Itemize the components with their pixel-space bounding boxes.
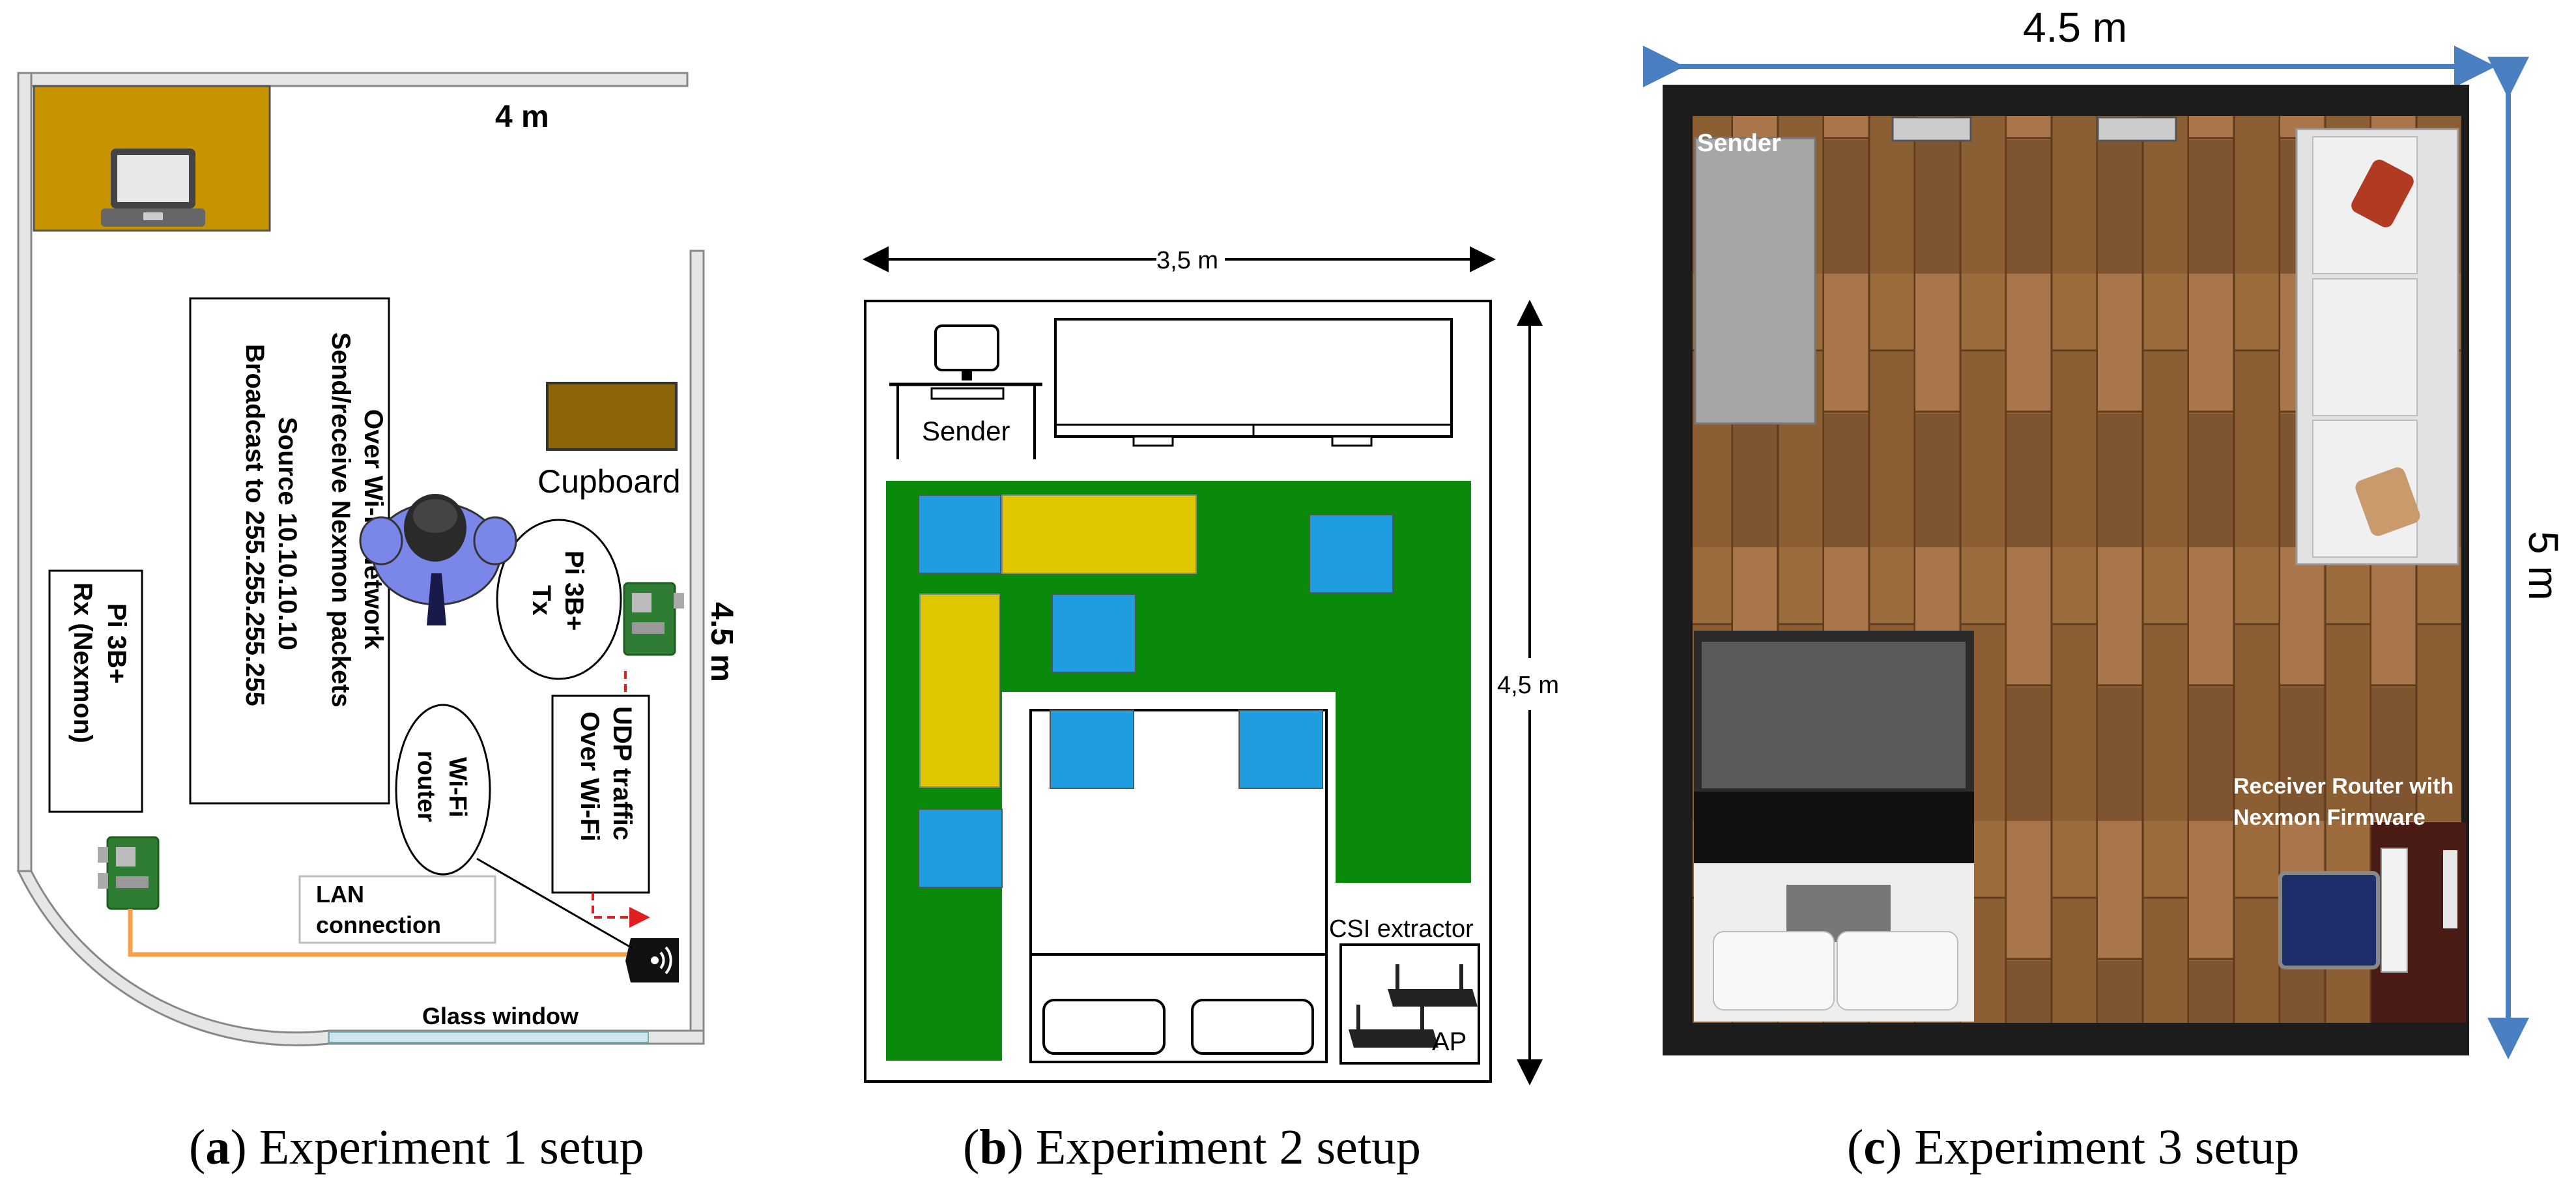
csi-label: CSI extractor (1329, 915, 1474, 943)
glass-window-strip (328, 1031, 649, 1043)
left-wall (17, 72, 33, 872)
curved-wall (16, 870, 330, 1046)
caption-c-label: c (1863, 1120, 1886, 1175)
bed (1694, 631, 1974, 1022)
tx-bubble (496, 519, 622, 680)
rx-pi-icon (98, 836, 160, 910)
caption-c-text: Experiment 3 setup (1902, 1120, 2300, 1175)
wifi-router-icon (625, 938, 679, 982)
lan-cable (128, 909, 629, 957)
udp-line-1: UDP traffic (608, 706, 637, 840)
ap-label: AP (1432, 1027, 1467, 1056)
caption-b-label: b (979, 1120, 1007, 1175)
panel-a: 4 m 4.5 m Over Wi-Fi Network Send/receiv… (16, 72, 739, 1046)
tx-line-2: Tx (527, 585, 556, 616)
receiver-line-2: Nexmon Firmware (2233, 805, 2426, 830)
udp-arrow-bottom (592, 893, 650, 928)
room-depth-label: 4.5 m (704, 602, 739, 682)
width-label: 4.5 m (2023, 4, 2127, 51)
router-icon-2 (1349, 1005, 1438, 1048)
router-pointer (476, 857, 633, 949)
glass-window-label: Glass window (422, 1003, 579, 1029)
router-line-2: router (412, 751, 440, 822)
window-1 (1891, 116, 1972, 142)
udp-label-box (551, 695, 650, 894)
rx-label-box (48, 569, 143, 813)
caption-a-label: a (205, 1120, 231, 1175)
udp-line-2: Over Wi-Fi (575, 711, 604, 842)
blue-box-3 (1052, 594, 1136, 673)
sender-label: Sender (1697, 130, 1781, 157)
depth-label: 5 m (2520, 531, 2567, 601)
sender-label: Sender (922, 416, 1010, 446)
bed (1029, 709, 1328, 1063)
lan-line-2: connection (316, 911, 441, 938)
tx-pi-icon (623, 582, 684, 656)
right-wall (689, 250, 705, 1045)
caption-b-text: Experiment 2 setup (1023, 1120, 1421, 1175)
cupboard-label: Cupboard (537, 463, 681, 500)
receiver-line-1: Receiver Router with (2233, 774, 2454, 799)
top-wall (17, 72, 689, 87)
width-label: 3,5 m (1156, 247, 1218, 274)
tx-line-1: Pi 3B+ (560, 551, 588, 631)
lan-label-box (298, 875, 496, 944)
note-line-3: Source 10.10.10.10 (273, 417, 302, 650)
router-line-1: Wi-Fi (444, 757, 471, 818)
blue-box-2 (1309, 514, 1394, 594)
blue-box-1 (918, 494, 1001, 574)
sender-desk (1694, 137, 1816, 425)
person-icon (359, 494, 517, 625)
laptop-icon (101, 149, 205, 227)
panel-c: 4.5 m 5 m Sender (1643, 4, 2567, 1059)
sofa (2295, 128, 2459, 566)
yellow-box-left (919, 594, 1000, 788)
blue-box-4 (918, 809, 1003, 888)
note-line-4: Broadcast to 255.255.255.255 (240, 344, 269, 706)
rx-line-1: Pi 3B+ (102, 603, 131, 683)
router-icon-1 (1388, 964, 1478, 1007)
network-note-box (189, 297, 390, 805)
caption-a-text: Experiment 1 setup (246, 1120, 644, 1175)
room-width-label: 4 m (495, 100, 549, 134)
caption-b: (b) Experiment 2 setup (963, 1120, 1421, 1175)
cupboard (546, 382, 678, 451)
sender-desk (889, 324, 1042, 459)
depth-label: 4,5 m (1497, 672, 1559, 699)
caption-c: (c) Experiment 3 setup (1847, 1120, 2300, 1175)
window-2 (2097, 116, 2177, 142)
panel-b: 3,5 m 4,5 m Sender (863, 246, 1559, 1085)
lan-line-1: LAN (316, 881, 364, 908)
receiver-desk (2278, 822, 2466, 1023)
green-floor-area (886, 481, 1471, 1061)
note-line-2: Send/receive Nexmon packets (326, 332, 355, 708)
cabinet (1054, 318, 1453, 447)
router-bubble (395, 704, 491, 876)
rx-line-2: Rx (Nexmon) (68, 582, 97, 743)
yellow-box-top (1001, 494, 1197, 574)
caption-a: (a) Experiment 1 setup (189, 1120, 644, 1175)
